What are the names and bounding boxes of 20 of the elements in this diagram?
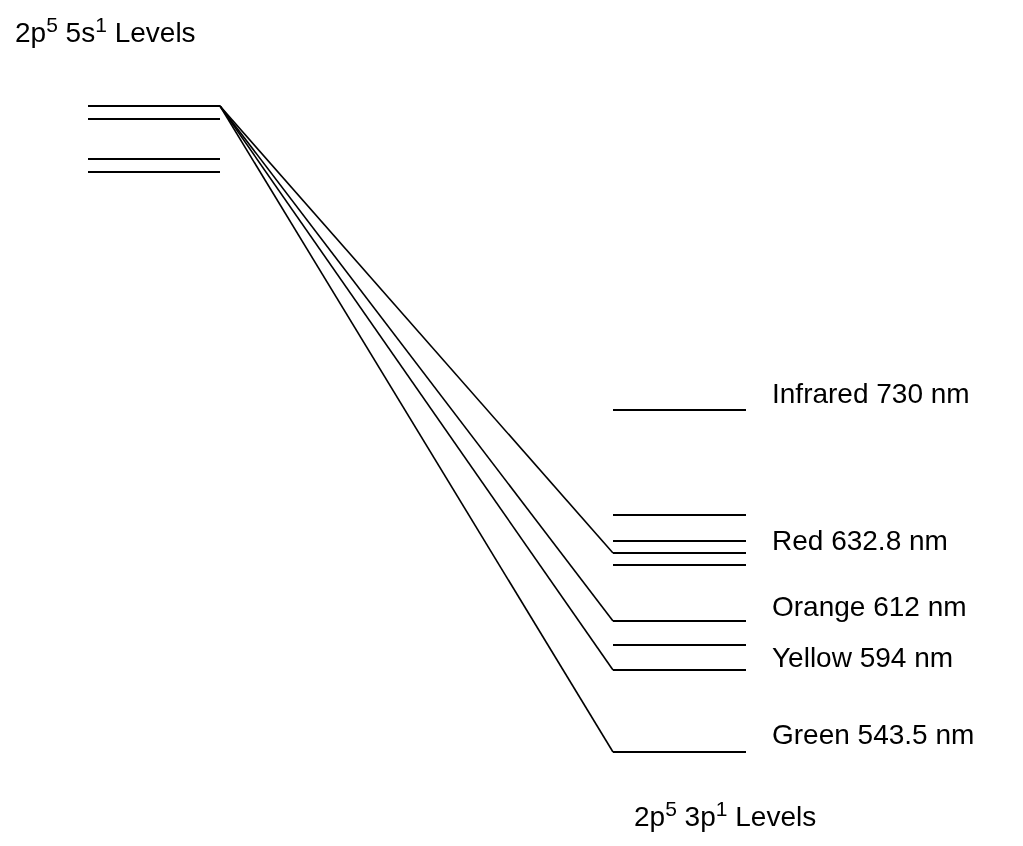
- energy-level-line: [613, 552, 746, 554]
- wavelength-label: Green 543.5 nm: [772, 718, 975, 752]
- energy-level-line: [88, 105, 220, 107]
- energy-level-line: [613, 644, 746, 646]
- energy-level-line: [613, 669, 746, 671]
- level-group-heading: 2p$^{5}$ 5s$^{1}$ Levels: [15, 16, 196, 50]
- energy-level-line: [88, 118, 220, 120]
- energy-level-line: [88, 171, 220, 173]
- energy-level-line: [613, 564, 746, 566]
- level-group-heading: 2p$^{5}$ 3p$^{1}$ Levels: [634, 800, 817, 834]
- wavelength-label: Red 632.8 nm: [772, 524, 948, 558]
- wavelength-label: Orange 612 nm: [772, 590, 967, 624]
- energy-level-line: [613, 409, 746, 411]
- wavelength-label: Yellow 594 nm: [772, 641, 954, 675]
- energy-level-line: [88, 158, 220, 160]
- energy-level-line: [613, 514, 746, 516]
- wavelength-label: Infrared 730 nm: [772, 377, 970, 411]
- energy-level-line: [613, 620, 746, 622]
- energy-level-line: [613, 540, 746, 542]
- energy-level-line: [613, 751, 746, 753]
